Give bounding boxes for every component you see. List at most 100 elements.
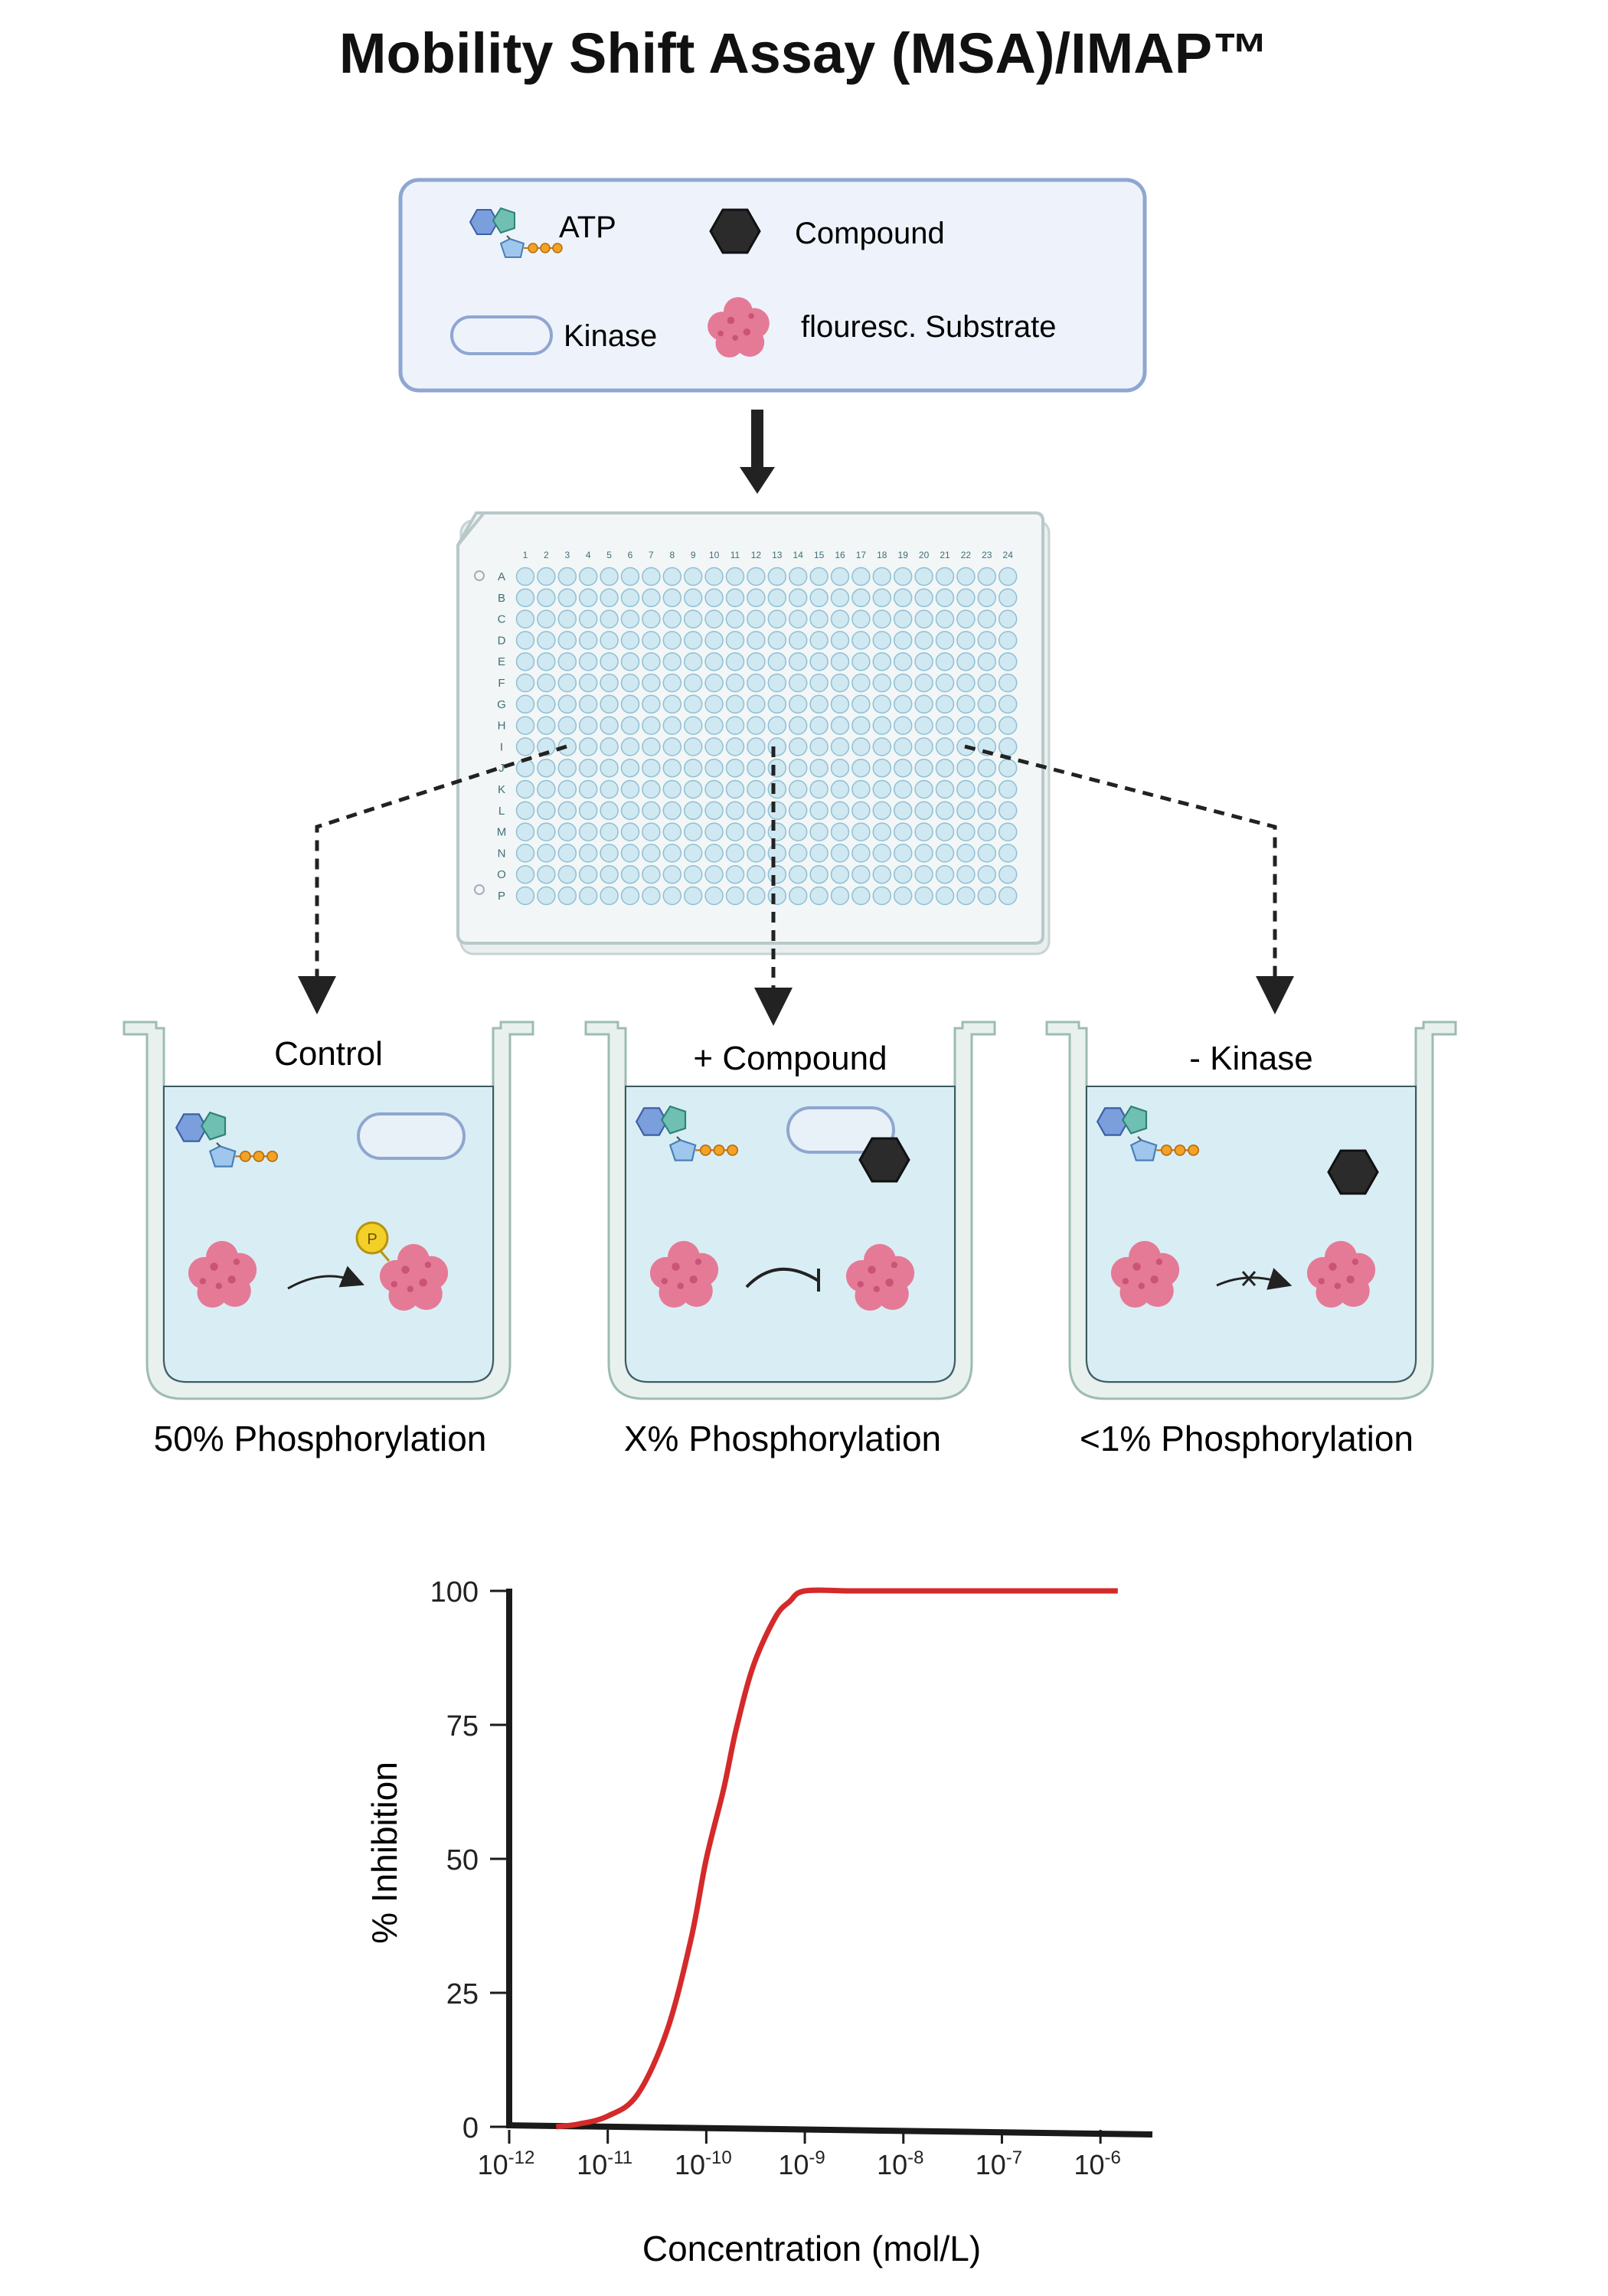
plate-well bbox=[704, 609, 724, 629]
plate-well bbox=[809, 588, 829, 608]
plate-well bbox=[747, 673, 766, 693]
plate-well bbox=[956, 694, 976, 714]
plate-well bbox=[914, 758, 933, 778]
plate-well bbox=[557, 758, 577, 778]
plate-well bbox=[809, 673, 829, 693]
plate-column-label: 20 bbox=[919, 550, 930, 560]
plate-well bbox=[725, 844, 745, 863]
plate-well bbox=[704, 822, 724, 841]
plate-row-label: B bbox=[498, 592, 505, 605]
plate-well bbox=[809, 779, 829, 799]
plate-well bbox=[557, 716, 577, 735]
plate-well bbox=[620, 652, 640, 671]
plate-well bbox=[788, 694, 808, 714]
plate-well bbox=[872, 609, 892, 629]
plate-well bbox=[620, 567, 640, 586]
plate-well bbox=[956, 758, 976, 778]
caption-compound: X% Phosphorylation bbox=[624, 1419, 941, 1458]
plate-well bbox=[620, 886, 640, 906]
plate-row-label: J bbox=[498, 762, 505, 775]
plate-well bbox=[851, 673, 871, 693]
plate-well bbox=[747, 844, 766, 863]
plate-well bbox=[600, 737, 619, 756]
plate-well bbox=[872, 844, 892, 863]
plate-well bbox=[977, 652, 997, 671]
plate-well bbox=[747, 779, 766, 799]
plate-well bbox=[977, 631, 997, 650]
plate-well bbox=[747, 758, 766, 778]
plate-well bbox=[662, 822, 682, 841]
plate-well bbox=[851, 652, 871, 671]
plate-well bbox=[578, 716, 598, 735]
plate-well bbox=[830, 631, 850, 650]
plate-well bbox=[809, 652, 829, 671]
plate-well bbox=[935, 673, 955, 693]
plate-well bbox=[747, 886, 766, 906]
plate-well bbox=[767, 673, 787, 693]
x-tick-label: 10-12 bbox=[478, 2147, 535, 2180]
plate-well bbox=[600, 864, 619, 884]
plate-well bbox=[767, 886, 787, 906]
plate-column-label: 1 bbox=[523, 550, 528, 560]
plate-well bbox=[998, 864, 1018, 884]
plate-well bbox=[662, 694, 682, 714]
plate-well bbox=[998, 822, 1018, 841]
plate-well bbox=[620, 737, 640, 756]
plate-well bbox=[578, 631, 598, 650]
plate-well bbox=[830, 567, 850, 586]
plate-well bbox=[851, 864, 871, 884]
plate-column-label: 15 bbox=[814, 550, 825, 560]
plate-column-label: 17 bbox=[856, 550, 867, 560]
plate-well bbox=[893, 801, 913, 821]
plate-well bbox=[809, 886, 829, 906]
plate-well bbox=[683, 844, 703, 863]
plate-well bbox=[704, 758, 724, 778]
plate-column-label: 23 bbox=[982, 550, 992, 560]
plate-well bbox=[809, 567, 829, 586]
plate-well bbox=[642, 844, 661, 863]
plate-column-label: 24 bbox=[1003, 550, 1014, 560]
plate-well bbox=[830, 801, 850, 821]
y-tick-label: 75 bbox=[446, 1710, 479, 1742]
plate-well bbox=[935, 588, 955, 608]
plate-well bbox=[851, 588, 871, 608]
x-tick-label: 10-10 bbox=[675, 2147, 732, 2180]
plate-well bbox=[620, 694, 640, 714]
plate-well bbox=[956, 779, 976, 799]
well-header-control: Control bbox=[274, 1035, 383, 1073]
x-axis-label: Concentration (mol/L) bbox=[642, 2229, 981, 2268]
plate-well bbox=[683, 716, 703, 735]
y-tick-label: 100 bbox=[430, 1576, 479, 1609]
plate-well bbox=[767, 864, 787, 884]
plate-well bbox=[642, 588, 661, 608]
x-tick-label: 10-9 bbox=[778, 2147, 825, 2180]
plate-column-label: 2 bbox=[544, 550, 549, 560]
plate-well bbox=[704, 779, 724, 799]
plate-well bbox=[725, 716, 745, 735]
plate-well bbox=[767, 631, 787, 650]
phosphate-label: P bbox=[367, 1231, 377, 1248]
plate-well bbox=[956, 844, 976, 863]
plate-well bbox=[914, 567, 933, 586]
plate-well bbox=[935, 864, 955, 884]
plate-well bbox=[935, 567, 955, 586]
plate-well bbox=[557, 694, 577, 714]
plate-well bbox=[704, 567, 724, 586]
reaction-well-control: Control P bbox=[123, 1021, 534, 1400]
plate-well bbox=[851, 609, 871, 629]
plate-well bbox=[578, 779, 598, 799]
plate-well bbox=[998, 652, 1018, 671]
plate-well bbox=[767, 758, 787, 778]
plate-well bbox=[872, 801, 892, 821]
plate-well bbox=[578, 801, 598, 821]
plate-well bbox=[704, 588, 724, 608]
reaction-well-compound: + Compound bbox=[584, 1021, 996, 1400]
plate-well bbox=[767, 588, 787, 608]
plate-well bbox=[704, 631, 724, 650]
phosphate-icon bbox=[355, 1221, 389, 1255]
plate-well bbox=[767, 609, 787, 629]
plate-well bbox=[830, 716, 850, 735]
plate-well bbox=[683, 779, 703, 799]
plate-well bbox=[788, 864, 808, 884]
legend-box: ATP Compound Kinase flouresc. Substrate bbox=[398, 178, 1147, 393]
